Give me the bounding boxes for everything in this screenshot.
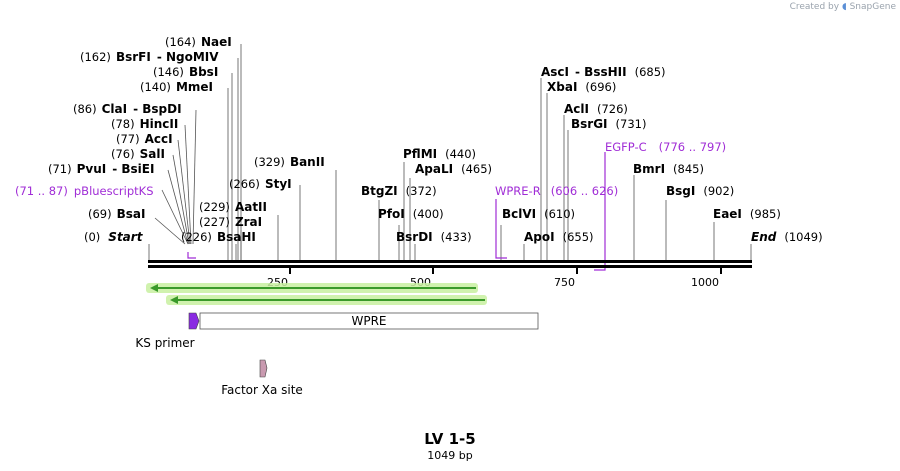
egfp-c-bracket xyxy=(594,152,606,271)
wpre-feature-box xyxy=(199,312,539,330)
leader-clai xyxy=(192,109,197,245)
leader-pvui xyxy=(167,169,189,245)
snapgene-logo-icon: ◖ xyxy=(841,2,847,12)
backbone xyxy=(148,260,752,268)
site-mmei: (140)MmeI xyxy=(140,80,213,94)
leader-bsai xyxy=(154,217,186,245)
site-aatii: (229)AatII xyxy=(199,200,267,214)
map-title: LV 1-5 xyxy=(424,430,476,448)
wpre-feature-label: WPRE xyxy=(351,314,386,328)
site-eaei: EaeI(985) xyxy=(713,207,781,221)
site-clai: (86)ClaI- BspDI xyxy=(73,102,182,116)
site-pflmi: PflMI(440) xyxy=(403,147,476,161)
site-acci: (77)AccI xyxy=(116,132,173,146)
site-asci: AscI- BssHII(685) xyxy=(541,65,666,79)
site-wpre-r: WPRE-R(606 .. 626) xyxy=(495,184,618,198)
site-end: End(1049) xyxy=(751,230,823,244)
site-bbsi: (146)BbsI xyxy=(153,65,218,79)
site-bsai: (69)BsaI xyxy=(88,207,145,221)
site-start: (0)Start xyxy=(84,230,144,244)
backbone-bottom-strand xyxy=(148,265,752,268)
site-sali: (76)SalI xyxy=(111,147,165,161)
primer-brackets xyxy=(187,152,606,271)
leader-pbluescript xyxy=(161,189,189,245)
features: WPRE KS primer Factor Xa site xyxy=(135,312,539,397)
site-zrai: (227)ZraI xyxy=(199,215,262,229)
site-egfp-c: EGFP-C(776 .. 797) xyxy=(605,140,726,154)
leader-sali xyxy=(172,154,190,245)
map-length: 1049 bp xyxy=(427,449,473,462)
orf-1-arrowhead xyxy=(150,284,158,292)
site-xbai: XbaI(696) xyxy=(547,80,616,94)
tick-label-750: 750 xyxy=(554,276,575,289)
tick-label-1000: 1000 xyxy=(691,276,719,289)
leader-hincii xyxy=(184,124,192,245)
site-bmri: BmrI(845) xyxy=(633,162,704,176)
site-btgzi: BtgZI(372) xyxy=(361,184,437,198)
site-bsahi: (226)BsaHI xyxy=(181,230,256,244)
pbluescript-bracket xyxy=(187,252,196,259)
site-naei: (164)NaeI xyxy=(165,35,232,49)
backbone-top-strand xyxy=(148,260,752,263)
site-labels: (164)NaeI (162)BsrFI- NgoMIV (146)BbsI (… xyxy=(15,35,823,244)
site-bsrfi: (162)BsrFI- NgoMIV xyxy=(80,50,219,64)
site-pvui: (71)PvuI- BsiEI xyxy=(48,162,154,176)
ks-primer-label: KS primer xyxy=(135,336,194,350)
orf-arrows xyxy=(146,283,487,305)
leader-acci xyxy=(177,139,191,245)
credit-brand: SnapGene xyxy=(849,2,896,12)
snapgene-credit: Created by ◖ SnapGene xyxy=(790,2,896,12)
site-bsrgi: BsrGI(731) xyxy=(571,117,646,131)
credit-prefix: Created by xyxy=(789,2,840,12)
leader-lines xyxy=(148,44,752,262)
site-apoi: ApoI(655) xyxy=(524,230,594,244)
site-acli: AclI(726) xyxy=(564,102,628,116)
orf-2-arrowhead xyxy=(170,296,178,304)
site-pbluescriptks: (71 .. 87)pBluescriptKS xyxy=(15,184,154,198)
site-banii: (329)BanII xyxy=(254,155,325,169)
site-bclvi: BclVI(610) xyxy=(502,207,575,221)
site-styi: (266)StyI xyxy=(229,177,292,191)
site-bsrdi: BsrDI(433) xyxy=(396,230,472,244)
ks-primer-arrow xyxy=(188,312,200,330)
site-pfoi: PfoI(400) xyxy=(378,207,444,221)
factor-xa-arrow xyxy=(259,359,268,378)
site-apali: ApaLI(465) xyxy=(415,162,492,176)
site-hincii: (78)HincII xyxy=(111,117,178,131)
site-bsgi: BsgI(902) xyxy=(666,184,734,198)
wpre-r-bracket xyxy=(495,199,507,259)
factor-xa-label: Factor Xa site xyxy=(221,383,303,397)
